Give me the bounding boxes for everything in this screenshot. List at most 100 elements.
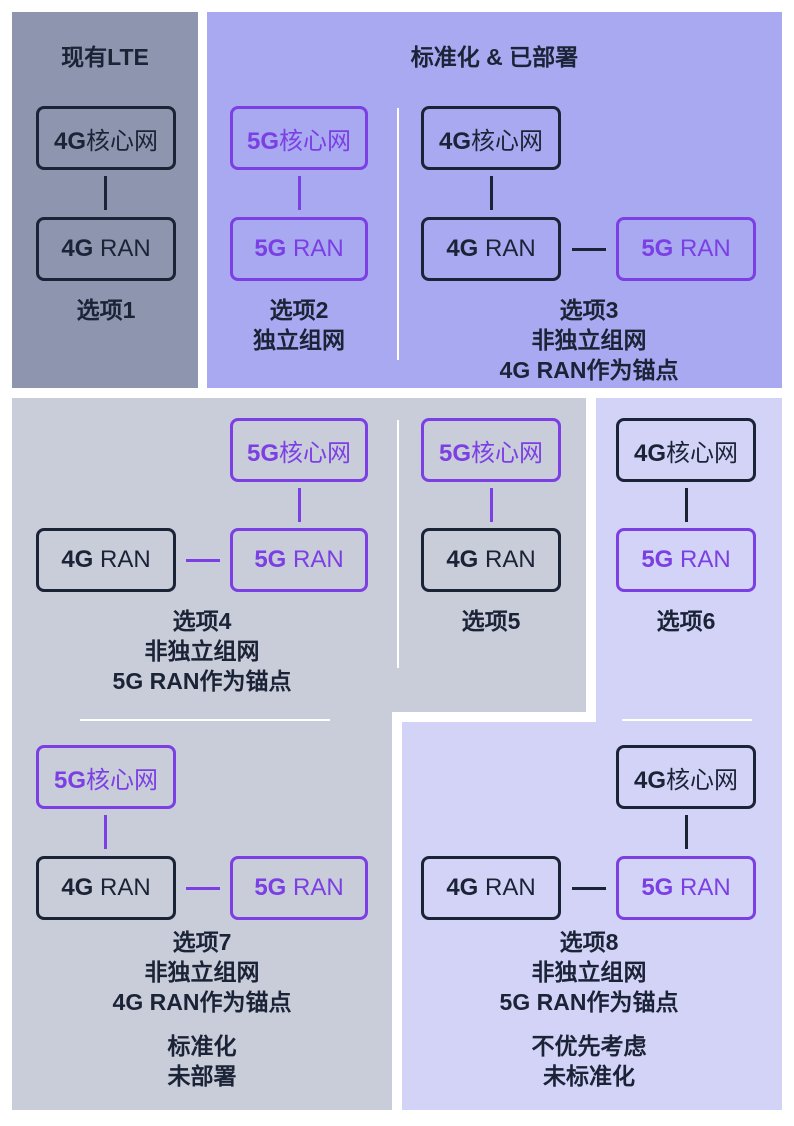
ran-label: 4G RAN bbox=[61, 235, 151, 262]
caption-line: 非独立组网 bbox=[531, 327, 647, 353]
ran-to-ran-connector bbox=[572, 248, 606, 251]
generation-prefix: 5G bbox=[641, 546, 674, 573]
ran-5g-box: 5G RAN bbox=[616, 856, 756, 920]
status-line: 未标准化 bbox=[543, 1063, 635, 1089]
caption-line: 非独立组网 bbox=[144, 638, 260, 664]
option-status: 不优先考虑 未标准化 bbox=[469, 1031, 709, 1091]
core-network-label: 4G核心网 bbox=[633, 439, 738, 467]
caption-line: 选项6 bbox=[656, 608, 716, 634]
generation-prefix: 4G bbox=[61, 546, 94, 573]
lavender-section-background bbox=[596, 398, 782, 722]
generation-prefix: 5G bbox=[246, 127, 279, 155]
option-caption: 选项1 bbox=[36, 295, 176, 325]
caption-line: 选项1 bbox=[76, 297, 136, 323]
core-network-label: 5G核心网 bbox=[246, 439, 351, 467]
caption-line: 5G RAN作为锚点 bbox=[112, 668, 292, 694]
core-to-ran-connector bbox=[298, 176, 301, 210]
generation-prefix: 5G bbox=[641, 235, 674, 262]
caption-line: 选项7 bbox=[172, 929, 232, 955]
ran-4g-box: 4G RAN bbox=[421, 217, 561, 281]
generation-prefix: 5G bbox=[641, 874, 674, 901]
ran-box: 5G RAN bbox=[230, 217, 368, 281]
ran-4g-label: 4G RAN bbox=[61, 546, 151, 573]
generation-prefix: 5G bbox=[254, 546, 287, 573]
existing-lte-title: 现有LTE bbox=[61, 44, 149, 70]
ran-label: 5G RAN bbox=[641, 546, 731, 573]
ran-to-ran-connector bbox=[572, 887, 606, 890]
core-network-box: 4G核心网 bbox=[36, 106, 176, 170]
standardized-deployed-section-background bbox=[207, 12, 782, 388]
core-to-ran-connector bbox=[298, 488, 301, 522]
core-network-box: 5G核心网 bbox=[230, 418, 368, 482]
generation-prefix: 4G bbox=[53, 127, 86, 155]
generation-prefix: 4G bbox=[446, 235, 479, 262]
core-to-ran-connector bbox=[104, 176, 107, 210]
option-separator-horizontal bbox=[622, 719, 752, 721]
ran-5g-box: 5G RAN bbox=[230, 856, 368, 920]
core-to-ran-connector bbox=[490, 176, 493, 210]
caption-line: 独立组网 bbox=[253, 327, 345, 353]
ran-box: 4G RAN bbox=[421, 528, 561, 592]
ran-4g-box: 4G RAN bbox=[36, 528, 176, 592]
status-line: 不优先考虑 bbox=[531, 1033, 647, 1059]
generation-prefix: 4G bbox=[438, 127, 471, 155]
option-separator-vertical bbox=[397, 108, 399, 360]
generation-prefix: 4G bbox=[61, 235, 94, 262]
core-network-box: 4G核心网 bbox=[421, 106, 561, 170]
ran-box: 5G RAN bbox=[616, 528, 756, 592]
ran-5g-label: 5G RAN bbox=[254, 546, 344, 573]
generation-prefix: 4G bbox=[633, 766, 666, 794]
ran-5g-box: 5G RAN bbox=[616, 217, 756, 281]
core-network-box: 5G核心网 bbox=[230, 106, 368, 170]
status-line: 标准化 bbox=[167, 1033, 237, 1059]
generation-prefix: 5G bbox=[254, 235, 287, 262]
caption-line: 选项3 bbox=[559, 297, 619, 323]
ran-5g-label: 5G RAN bbox=[641, 235, 731, 262]
core-to-ran-connector bbox=[490, 488, 493, 522]
ran-4g-box: 4G RAN bbox=[421, 856, 561, 920]
generation-prefix: 5G bbox=[254, 874, 287, 901]
core-network-box: 5G核心网 bbox=[421, 418, 561, 482]
generation-prefix: 4G bbox=[446, 874, 479, 901]
option-caption: 选项2 独立组网 bbox=[209, 295, 389, 355]
status-line: 未部署 bbox=[167, 1063, 237, 1089]
caption-line: 选项8 bbox=[559, 929, 619, 955]
option-caption: 选项3 非独立组网 4G RAN作为锚点 bbox=[469, 295, 709, 385]
core-network-label: 5G核心网 bbox=[53, 766, 158, 794]
caption-line: 非独立组网 bbox=[144, 959, 260, 985]
ran-4g-box: 4G RAN bbox=[36, 856, 176, 920]
ran-5g-box: 5G RAN bbox=[230, 528, 368, 592]
caption-line: 选项4 bbox=[172, 608, 232, 634]
ran-5g-label: 5G RAN bbox=[254, 874, 344, 901]
core-network-label: 4G核心网 bbox=[53, 127, 158, 155]
ran-box: 4G RAN bbox=[36, 217, 176, 281]
core-network-box: 5G核心网 bbox=[36, 745, 176, 809]
caption-line: 4G RAN作为锚点 bbox=[112, 989, 292, 1015]
ran-label: 4G RAN bbox=[446, 546, 536, 573]
ran-5g-label: 5G RAN bbox=[641, 874, 731, 901]
core-network-box: 4G核心网 bbox=[616, 745, 756, 809]
lavender-section-background bbox=[402, 722, 782, 1110]
ran-4g-label: 4G RAN bbox=[446, 874, 536, 901]
caption-line: 选项2 bbox=[269, 297, 329, 323]
option-caption: 选项7 非独立组网 4G RAN作为锚点 bbox=[82, 927, 322, 1017]
generation-prefix: 4G bbox=[61, 874, 94, 901]
core-to-ran-connector bbox=[685, 488, 688, 522]
generation-prefix: 5G bbox=[438, 439, 471, 467]
standardized-deployed-title: 标准化 & 已部署 bbox=[410, 44, 579, 70]
gray-section-background bbox=[12, 398, 586, 712]
core-network-label: 5G核心网 bbox=[438, 439, 543, 467]
generation-prefix: 4G bbox=[446, 546, 479, 573]
core-network-label: 4G核心网 bbox=[633, 766, 738, 794]
option-separator-vertical bbox=[397, 420, 399, 668]
caption-line: 非独立组网 bbox=[531, 959, 647, 985]
ran-to-ran-connector bbox=[186, 887, 220, 890]
caption-line: 选项5 bbox=[461, 608, 521, 634]
ran-to-ran-connector bbox=[186, 559, 220, 562]
generation-prefix: 5G bbox=[53, 766, 86, 794]
option-caption: 选项4 非独立组网 5G RAN作为锚点 bbox=[82, 606, 322, 696]
ran-4g-label: 4G RAN bbox=[446, 235, 536, 262]
core-network-label: 5G核心网 bbox=[246, 127, 351, 155]
generation-prefix: 5G bbox=[246, 439, 279, 467]
option-caption: 选项8 非独立组网 5G RAN作为锚点 bbox=[469, 927, 709, 1017]
